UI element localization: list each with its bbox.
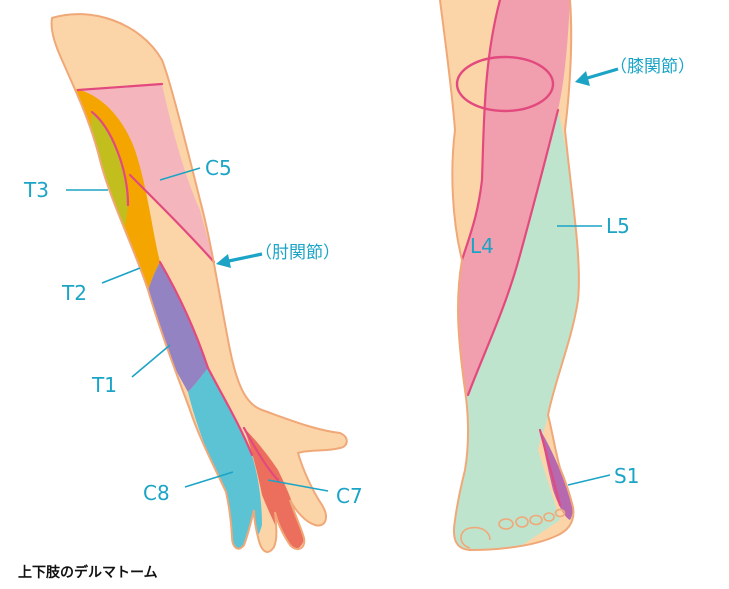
leg <box>440 0 580 560</box>
label-c8: C8 <box>143 481 170 505</box>
label-knee: （膝関節） <box>610 57 695 77</box>
leader-t2 <box>102 268 140 283</box>
label-t2: T2 <box>61 281 87 305</box>
figure-caption: 上下肢のデルマトーム <box>18 562 158 582</box>
leader-t1 <box>132 345 170 377</box>
label-elbow: （肘関節） <box>255 243 340 263</box>
label-s1: S1 <box>614 464 639 488</box>
leader-s1 <box>568 475 610 485</box>
label-c5: C5 <box>205 156 232 180</box>
label-l5: L5 <box>606 214 630 238</box>
label-c7: C7 <box>336 484 363 508</box>
label-t3: T3 <box>23 178 49 202</box>
arm <box>52 14 347 552</box>
label-l4: L4 <box>470 234 494 258</box>
label-t1: T1 <box>91 373 117 397</box>
